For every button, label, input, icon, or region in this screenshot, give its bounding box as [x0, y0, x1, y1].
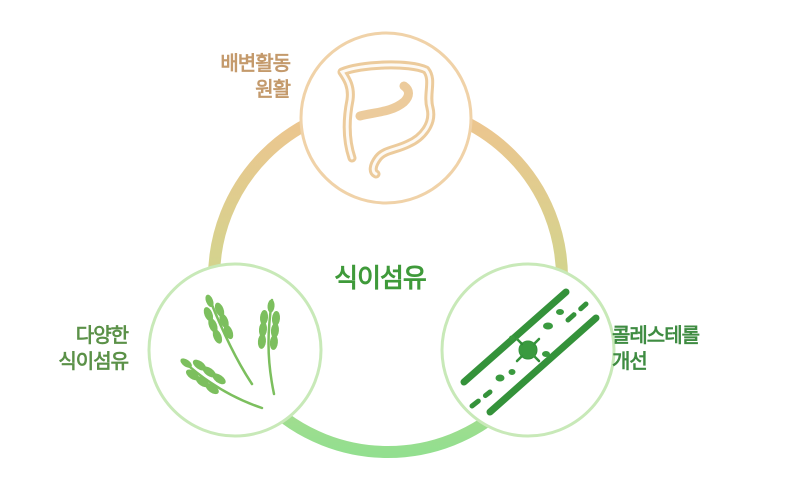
center-title: 식이섬유 [334, 264, 427, 294]
benefit-label-fiber: 다양한 식이섬유 [22, 322, 129, 374]
blood-vessel-icon [460, 288, 600, 416]
benefit-label-line: 원활 [255, 77, 291, 101]
benefit-label-bowel: 배변활동 원활 [200, 50, 291, 102]
benefit-label-cholesterol: 콜레스테롤 개선 [612, 322, 752, 374]
benefit-label-line: 다양한 [75, 323, 129, 347]
wheat-icon [180, 294, 281, 410]
benefit-label-line: 식이섬유 [58, 349, 129, 373]
intestine-circle [299, 31, 473, 205]
vessel-circle [440, 262, 616, 438]
benefit-label-line: 개선 [612, 349, 648, 373]
wheat-circle [147, 262, 323, 438]
benefit-label-line: 배변활동 [220, 51, 291, 75]
benefit-label-line: 콜레스테롤 [612, 323, 700, 347]
